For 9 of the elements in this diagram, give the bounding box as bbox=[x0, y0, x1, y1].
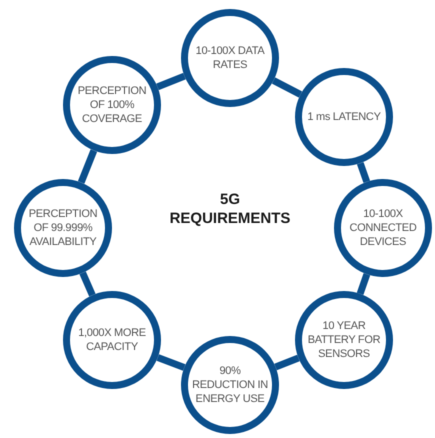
requirement-text: 10 YEAR BATTERY FOR SENSORS bbox=[306, 319, 382, 361]
requirement-text: PERCEPTION OF 100% COVERAGE bbox=[76, 84, 148, 126]
diagram-title: 5G REQUIREMENTS bbox=[168, 190, 292, 228]
requirement-text: 1 ms LATENCY bbox=[306, 110, 382, 124]
requirement-text: 1,000X MORE CAPACITY bbox=[77, 326, 147, 354]
requirement-text: 90% REDUCTION IN ENERGY USE bbox=[191, 364, 269, 406]
requirement-text: 10-100X DATA RATES bbox=[194, 44, 266, 72]
requirement-text: 10-100X CONNECTED DEVICES bbox=[348, 207, 418, 249]
requirement-text: PERCEPTION OF 99.999% AVAILABILITY bbox=[28, 207, 98, 249]
